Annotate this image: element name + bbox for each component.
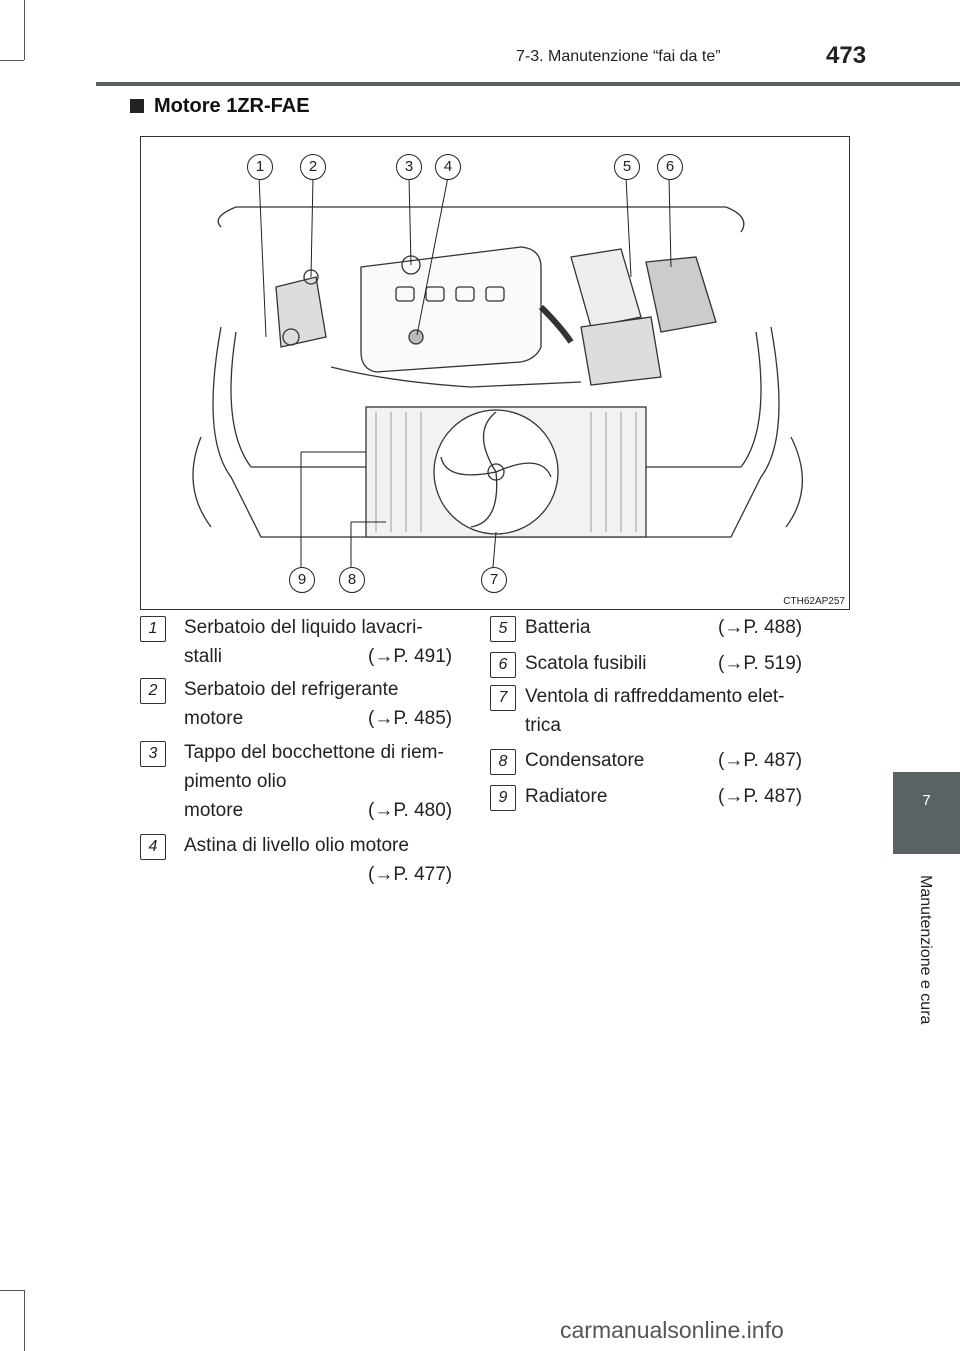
page-reference: (→P. 488) bbox=[718, 617, 803, 638]
chapter-number: 7 bbox=[922, 792, 931, 809]
section-title: Motore 1ZR-FAE bbox=[130, 95, 310, 118]
callout-1: 1 bbox=[247, 154, 273, 180]
page-reference: (→P. 487) bbox=[718, 750, 803, 771]
callout-7: 7 bbox=[481, 567, 507, 593]
callout-5: 5 bbox=[614, 154, 640, 180]
legend-text: Scatola fusibili bbox=[525, 653, 647, 674]
legend-item: 3 Tappo del bocchettone di riem- pimento… bbox=[140, 737, 470, 833]
legend-item: 5 Batteria (→P. 488) bbox=[490, 612, 840, 646]
legend-number: 4 bbox=[140, 834, 166, 860]
engine-compartment-figure: 1 2 3 4 5 6 9 8 7 CTH62AP257 bbox=[140, 136, 850, 610]
crop-mark bbox=[24, 0, 25, 60]
header-rule bbox=[96, 82, 960, 86]
page-reference: (→P. 519) bbox=[718, 653, 803, 674]
page-reference: (→P. 480) bbox=[368, 800, 453, 821]
legend-text: Serbatoio del liquido lavacri- bbox=[184, 617, 423, 638]
legend-number: 3 bbox=[140, 741, 166, 767]
legend-number: 9 bbox=[490, 785, 516, 811]
callout-9: 9 bbox=[289, 567, 315, 593]
page-reference: (→P. 477) bbox=[368, 864, 453, 885]
page-reference: (→P. 485) bbox=[368, 708, 453, 729]
legend-number: 8 bbox=[490, 749, 516, 775]
legend-text: stalli bbox=[184, 646, 223, 667]
page-number: 473 bbox=[826, 42, 867, 69]
section-title-text: Motore 1ZR-FAE bbox=[154, 95, 310, 117]
legend-text: Batteria bbox=[525, 617, 591, 638]
legend-text: Ventola di raffreddamento elet- bbox=[525, 686, 785, 707]
legend-number: 6 bbox=[490, 652, 516, 678]
square-bullet-icon bbox=[130, 99, 144, 113]
crop-mark bbox=[0, 1290, 24, 1291]
legend-text: Astina di livello olio motore bbox=[184, 835, 409, 856]
legend-number: 7 bbox=[490, 685, 516, 711]
chapter-tab: 7 bbox=[893, 772, 960, 854]
legend-item: 2 Serbatoio del refrigerante motore (→P.… bbox=[140, 674, 470, 744]
legend-item: 6 Scatola fusibili (→P. 519) bbox=[490, 648, 840, 682]
callout-3: 3 bbox=[396, 154, 422, 180]
legend-text: motore bbox=[184, 800, 244, 821]
chapter-label-text: Manutenzione e cura bbox=[917, 875, 934, 1025]
legend-text: Radiatore bbox=[525, 786, 608, 807]
legend-item: 8 Condensatore (→P. 487) bbox=[490, 745, 840, 779]
crop-mark bbox=[24, 1290, 25, 1351]
legend-text: Tappo del bocchettone di riem- bbox=[184, 742, 444, 763]
figure-code: CTH62AP257 bbox=[783, 596, 845, 607]
legend-number: 1 bbox=[140, 616, 166, 642]
page-reference: (→P. 487) bbox=[718, 786, 803, 807]
crop-mark bbox=[0, 60, 24, 61]
chapter-label: Manutenzione e cura bbox=[914, 875, 936, 1035]
callout-4: 4 bbox=[435, 154, 461, 180]
legend-text: motore bbox=[184, 708, 244, 729]
legend-text: Condensatore bbox=[525, 750, 645, 771]
page-reference: (→P. 491) bbox=[368, 646, 453, 667]
callout-8: 8 bbox=[339, 567, 365, 593]
legend-item: 7 Ventola di raffreddamento elet- trica bbox=[490, 681, 840, 745]
legend-number: 2 bbox=[140, 678, 166, 704]
callout-2: 2 bbox=[300, 154, 326, 180]
legend-item: 9 Radiatore (→P. 487) bbox=[490, 781, 840, 815]
legend-text: Serbatoio del refrigerante bbox=[184, 679, 399, 700]
legend-text: pimento olio bbox=[184, 771, 287, 792]
callout-6: 6 bbox=[657, 154, 683, 180]
watermark: carmanualsonline.info bbox=[560, 1317, 784, 1343]
legend-item: 1 Serbatoio del liquido lavacri- stalli … bbox=[140, 612, 470, 682]
engine-illustration bbox=[192, 176, 804, 568]
legend-number: 5 bbox=[490, 616, 516, 642]
legend-item: 4 Astina di livello olio motore (→P. 477… bbox=[140, 830, 470, 900]
running-header: 7-3. Manutenzione “fai da te” bbox=[516, 48, 721, 65]
legend-text: trica bbox=[525, 715, 561, 736]
